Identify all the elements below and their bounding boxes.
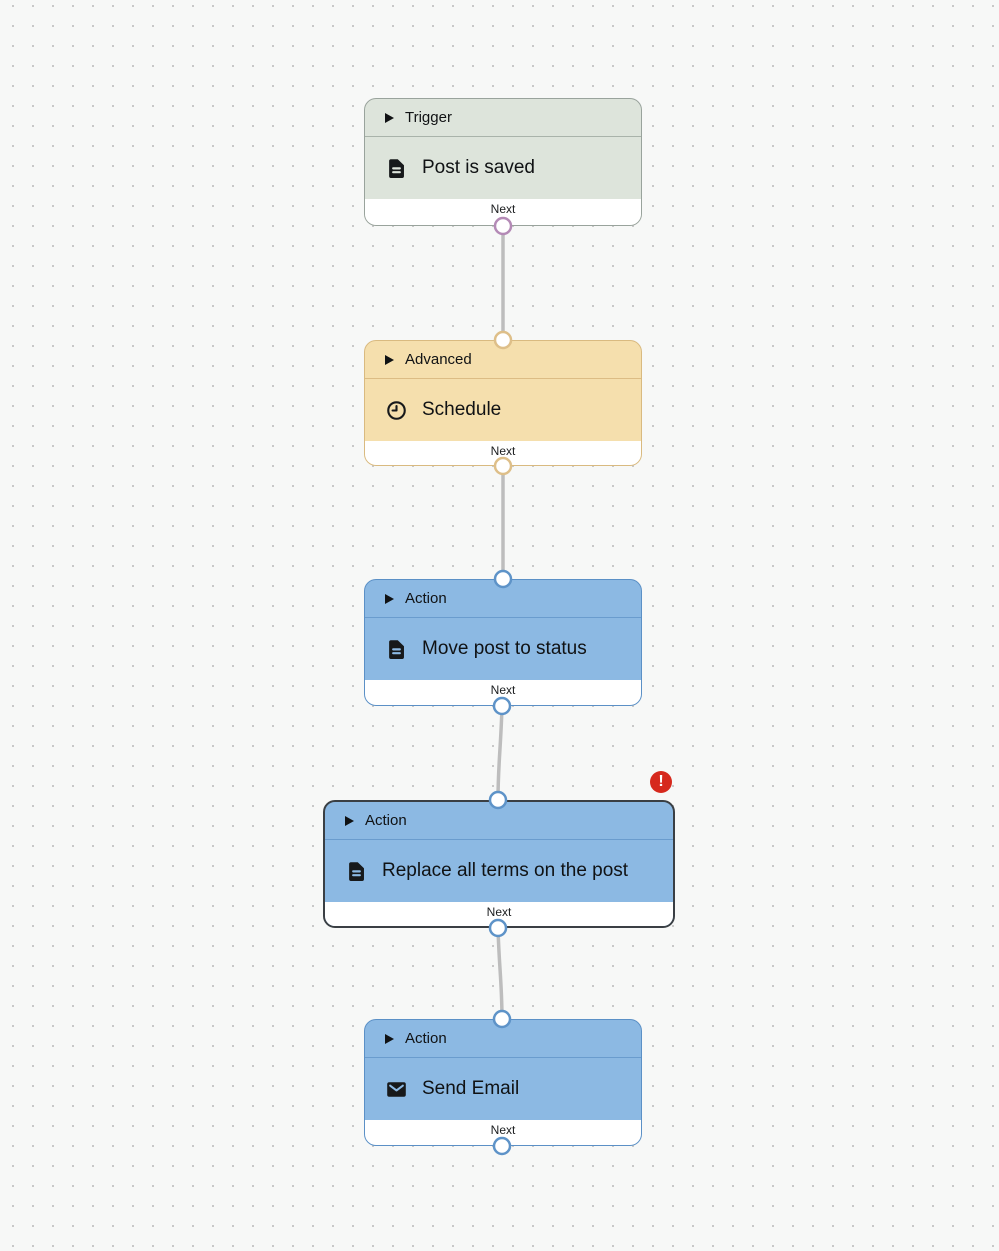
collapse-arrow-icon[interactable] — [385, 1033, 394, 1044]
next-port-label: Next — [490, 444, 516, 458]
node-footer: Next — [365, 199, 641, 225]
collapse-arrow-icon[interactable] — [385, 593, 394, 604]
node-body[interactable]: Send Email — [365, 1058, 641, 1120]
next-port-label: Next — [486, 905, 512, 919]
node-title: Replace all terms on the post — [382, 860, 629, 881]
mail-icon — [385, 1078, 408, 1101]
node-body[interactable]: Replace all terms on the post — [325, 840, 673, 902]
error-badge-glyph: ! — [658, 773, 664, 790]
document-icon — [385, 157, 408, 180]
node-footer: Next — [365, 680, 641, 705]
edge-replace-terms-to-send-email — [496, 926, 504, 1021]
node-body[interactable]: Move post to status — [365, 618, 641, 680]
next-port-label: Next — [490, 202, 516, 216]
node-action-replace-all-terms[interactable]: Action Replace all terms on the post Nex… — [323, 800, 675, 928]
next-port-label: Next — [490, 1123, 516, 1137]
node-category-label: Trigger — [405, 109, 452, 126]
node-category-label: Action — [405, 590, 447, 607]
node-title: Post is saved — [422, 157, 535, 178]
node-header[interactable]: Action — [365, 580, 641, 618]
node-action-send-email[interactable]: Action Send Email Next — [364, 1019, 642, 1146]
node-action-move-post-to-status[interactable]: Action Move post to status Next — [364, 579, 642, 706]
collapse-arrow-icon[interactable] — [385, 112, 394, 123]
node-header[interactable]: Action — [365, 1020, 641, 1058]
node-footer: Next — [365, 1120, 641, 1145]
node-title: Schedule — [422, 399, 502, 420]
edge-move-post-to-replace-terms — [496, 704, 504, 802]
node-category-label: Advanced — [405, 351, 472, 368]
collapse-arrow-icon[interactable] — [385, 354, 394, 365]
node-advanced-schedule[interactable]: Advanced Schedule Next — [364, 340, 642, 466]
error-badge[interactable]: ! — [650, 771, 672, 793]
node-title: Send Email — [422, 1078, 520, 1099]
node-category-label: Action — [405, 1030, 447, 1047]
node-category-label: Action — [365, 812, 407, 829]
node-header[interactable]: Trigger — [365, 99, 641, 137]
node-footer: Next — [325, 902, 673, 926]
clock-icon — [385, 399, 408, 422]
node-header[interactable]: Advanced — [365, 341, 641, 379]
node-header[interactable]: Action — [325, 802, 673, 840]
node-title: Move post to status — [422, 638, 587, 659]
node-trigger-post-is-saved[interactable]: Trigger Post is saved Next — [364, 98, 642, 226]
node-body[interactable]: Post is saved — [365, 137, 641, 199]
node-body[interactable]: Schedule — [365, 379, 641, 441]
document-icon — [385, 638, 408, 661]
collapse-arrow-icon[interactable] — [345, 815, 354, 826]
next-port-label: Next — [490, 683, 516, 697]
node-footer: Next — [365, 441, 641, 465]
document-icon — [345, 860, 368, 883]
